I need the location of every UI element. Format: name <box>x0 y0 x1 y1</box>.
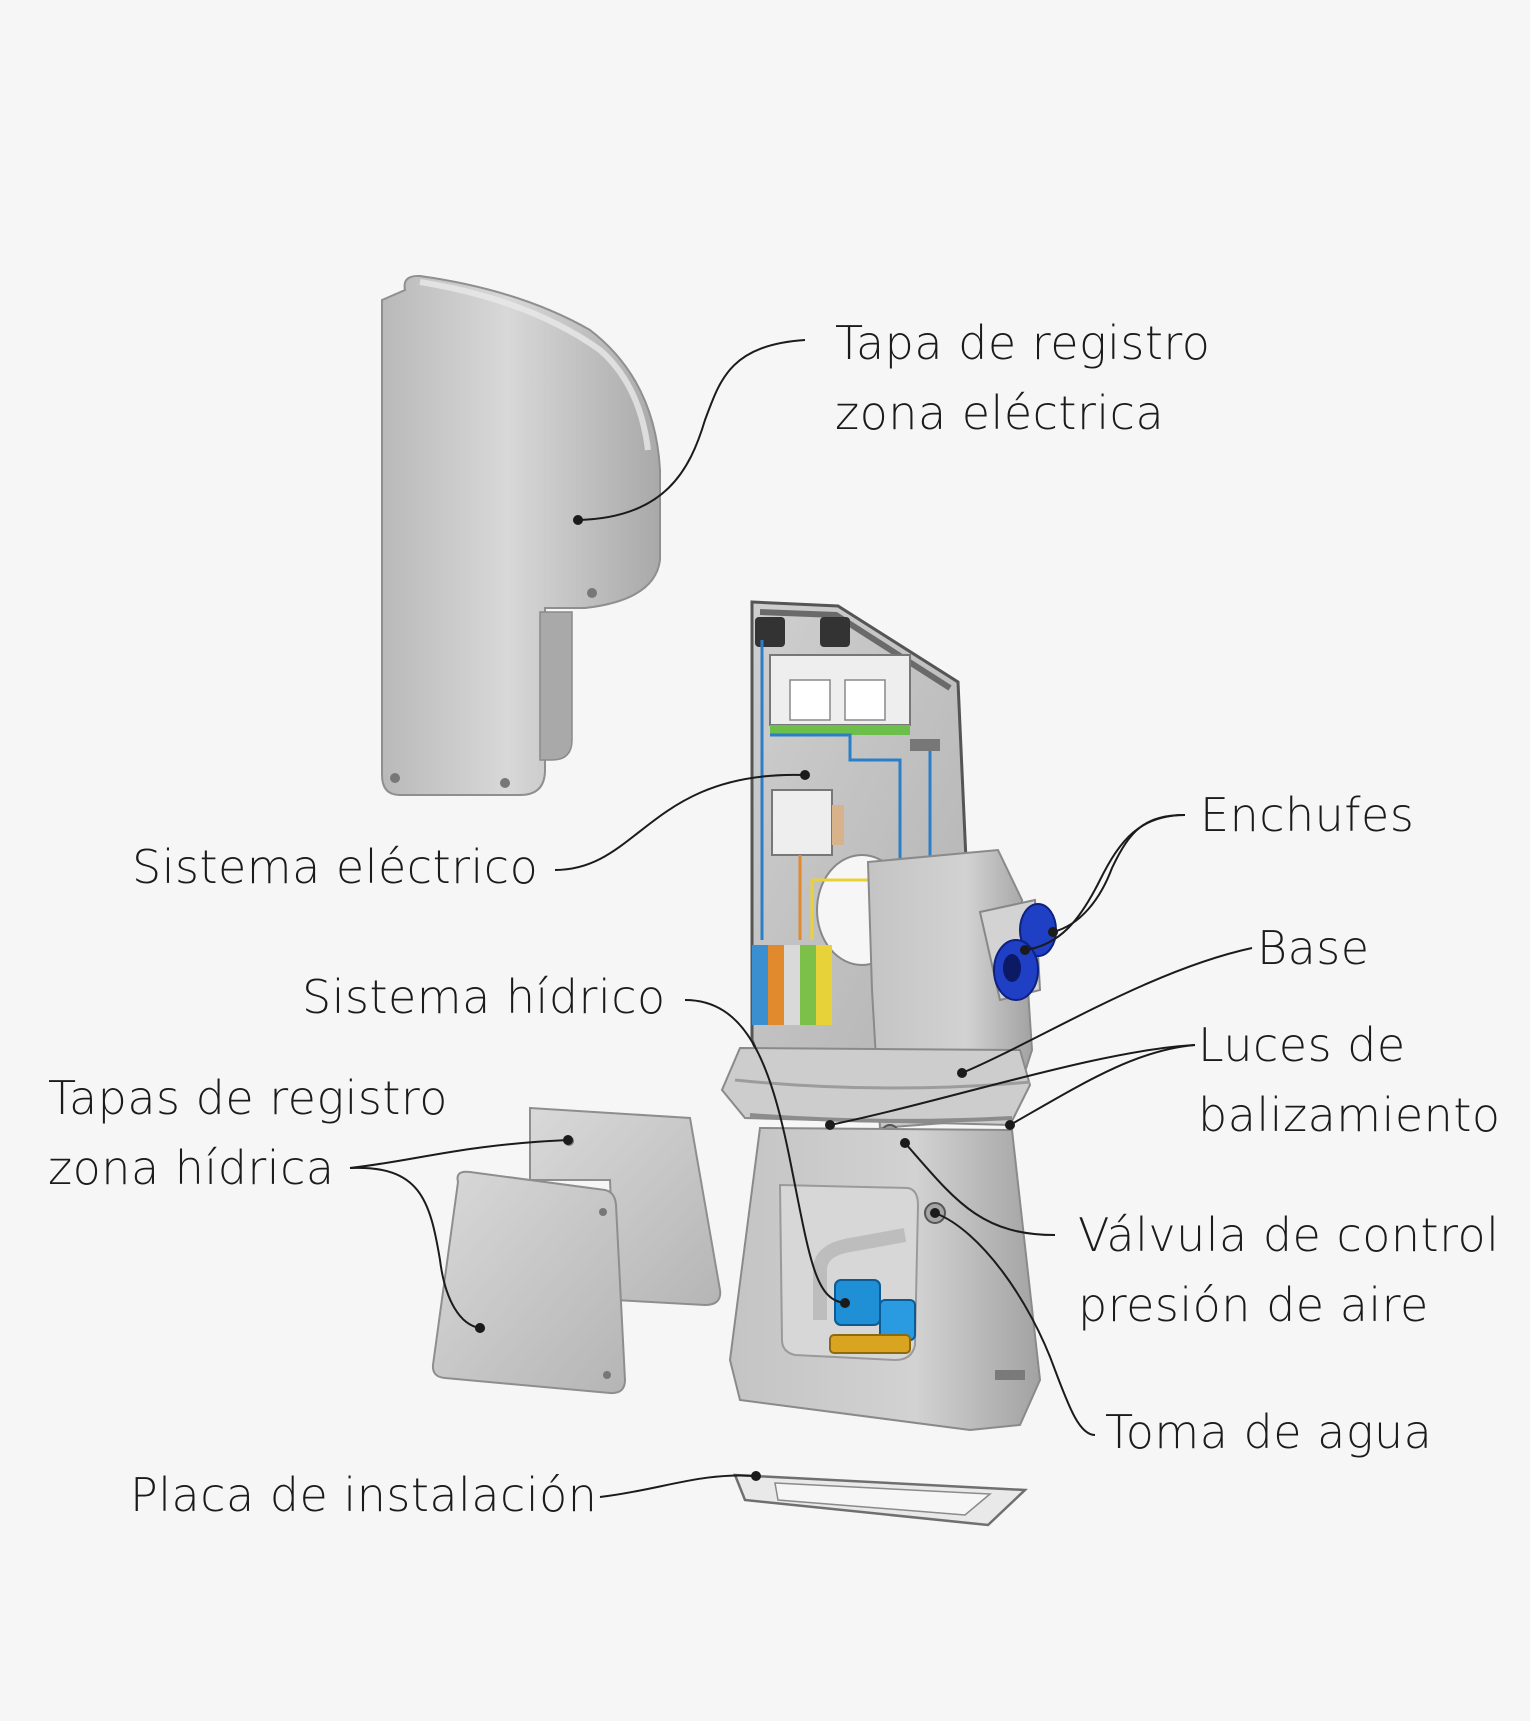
label-tapas-registro-hidrica: Tapas de registro zona hídrica <box>48 1063 448 1203</box>
label-line: zona hídrica <box>48 1133 448 1203</box>
label-line: Tapa de registro <box>835 308 1210 378</box>
label-line: Sistema hídrico <box>302 962 666 1032</box>
label-line: Tapas de registro <box>48 1063 448 1133</box>
label-sistema-hidrico: Sistema hídrico <box>302 962 666 1032</box>
label-line: Sistema eléctrico <box>132 832 538 902</box>
top-access-cover <box>382 276 660 795</box>
label-line: Enchufes <box>1200 780 1414 850</box>
label-line: Válvula de control <box>1078 1200 1499 1270</box>
label-line: presión de aire <box>1078 1270 1499 1340</box>
water-zone-body <box>730 1128 1040 1430</box>
label-luces-balizamiento: Luces de balizamiento <box>1198 1010 1501 1150</box>
label-tapa-registro-electrica: Tapa de registro zona eléctrica <box>835 308 1210 448</box>
terminal-blocks <box>752 945 832 1025</box>
label-valvula-control: Válvula de control presión de aire <box>1078 1200 1499 1340</box>
label-enchufes: Enchufes <box>1200 780 1414 850</box>
label-line: Base <box>1257 913 1370 983</box>
label-line: Toma de agua <box>1105 1397 1432 1467</box>
label-line: Luces de <box>1198 1010 1501 1080</box>
installation-plate <box>735 1475 1025 1525</box>
label-toma-agua: Toma de agua <box>1105 1397 1432 1467</box>
label-line: Placa de instalación <box>130 1460 597 1530</box>
label-line: balizamiento <box>1198 1080 1501 1150</box>
label-sistema-electrico: Sistema eléctrico <box>132 832 538 902</box>
label-placa-instalacion: Placa de instalación <box>130 1460 597 1530</box>
label-base: Base <box>1257 913 1370 983</box>
label-line: zona eléctrica <box>835 378 1210 448</box>
water-access-covers <box>433 1108 720 1393</box>
